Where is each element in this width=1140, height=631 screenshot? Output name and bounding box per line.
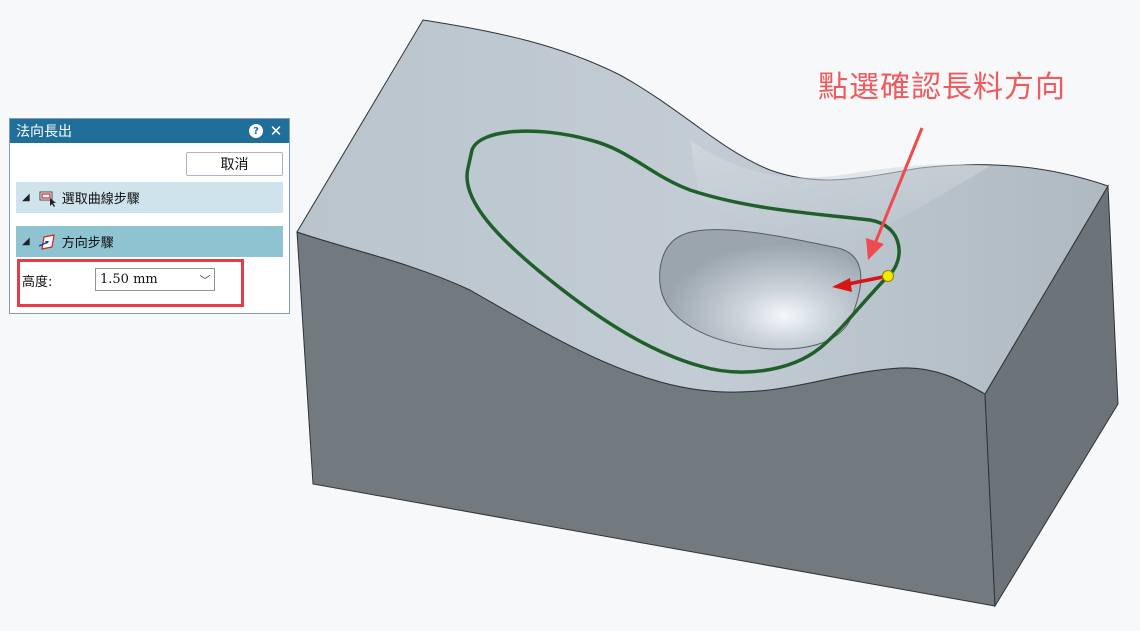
step-select-curve-label: 選取曲線步驟: [61, 192, 140, 207]
surface-crest-highlight: [690, 140, 990, 242]
close-icon[interactable]: ✕: [269, 122, 283, 140]
dialog-title: 法向長出: [16, 124, 72, 140]
height-select[interactable]: 1.50 mm ﹀: [95, 268, 215, 291]
normal-extend-dialog: 法向長出 ? ✕ 取消 ◢ 選取曲線步驟 ◢ 方向步驟 高度: 1.50 mm …: [9, 118, 290, 314]
direction-step-icon: [38, 233, 55, 250]
chevron-down-icon[interactable]: ﹀: [199, 273, 211, 287]
collapse-triangle-icon[interactable]: ◢: [22, 236, 30, 247]
direction-handle[interactable]: [882, 270, 894, 282]
highlight-box: [17, 259, 244, 307]
selected-curve[interactable]: [465, 129, 901, 374]
cancel-button[interactable]: 取消: [186, 152, 283, 176]
step-direction[interactable]: ◢ 方向步驟: [16, 226, 283, 257]
step-direction-label: 方向步驟: [61, 236, 114, 251]
select-curve-icon: [39, 191, 56, 207]
step-select-curve[interactable]: ◢ 選取曲線步驟: [16, 182, 283, 213]
direction-arrow[interactable]: [832, 274, 889, 292]
dialog-title-bar: 法向長出 ? ✕: [10, 119, 289, 143]
annotation-arrow: [866, 127, 924, 260]
height-label: 高度:: [22, 274, 53, 290]
annotation-text: 點選確認長料方向: [818, 70, 1066, 105]
collapse-triangle-icon[interactable]: ◢: [22, 192, 30, 203]
block-top-surface: [296, 19, 1109, 395]
height-value: 1.50 mm: [100, 272, 158, 287]
help-icon[interactable]: ?: [249, 124, 263, 138]
